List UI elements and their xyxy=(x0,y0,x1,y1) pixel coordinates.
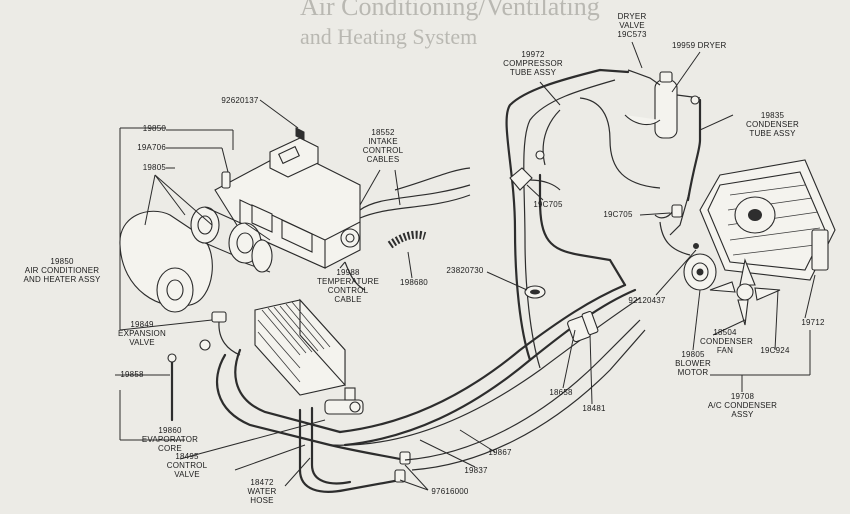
fitting-19c705-right xyxy=(654,204,699,256)
condenser-fan xyxy=(709,258,781,326)
label-control-valve: 18495 CONTROL VALVE xyxy=(166,452,208,479)
dryer xyxy=(624,69,701,139)
background-heading-2: and Heating System xyxy=(300,24,478,49)
blower-assembly xyxy=(119,206,273,313)
label-19805-left: 19805 xyxy=(142,163,166,172)
fitting-19c705-left xyxy=(509,150,561,191)
label-18481: 18481 xyxy=(582,404,606,413)
label-19712: 19712 xyxy=(801,318,825,327)
clip-19a706 xyxy=(221,171,231,189)
label-19858: 19858 xyxy=(120,370,144,379)
leader-lines xyxy=(115,41,816,491)
heater-case xyxy=(214,137,361,269)
bracket-18481 xyxy=(567,310,599,343)
temperature-cable xyxy=(344,261,366,291)
nut-92620137 xyxy=(295,127,305,141)
label-18658: 18658 xyxy=(549,388,573,397)
label-19c705-a: 19C705 xyxy=(533,200,563,209)
label-evaporator-core: 19860 EVAPORATOR CORE xyxy=(141,426,199,453)
control-valve xyxy=(324,387,364,415)
condenser xyxy=(699,159,836,281)
condenser-tube xyxy=(686,98,702,202)
label-air-conditioner: 19850 AIR CONDITIONER AND HEATER ASSY xyxy=(23,257,101,284)
label-dryer: 19959 DRYER xyxy=(672,41,727,50)
blower-motor xyxy=(683,253,717,291)
label-ac-condenser: 19708 A/C CONDENSER ASSY xyxy=(707,392,778,419)
label-23820730: 23820730 xyxy=(446,266,484,275)
label-19850: 19850 xyxy=(142,124,166,133)
label-92620137: 92620137 xyxy=(221,96,259,105)
label-water-hose: 18472 WATER HOSE xyxy=(247,478,277,505)
label-condenser-tube: 19835 CONDENSER TUBE ASSY xyxy=(746,111,799,138)
label-compressor-tube: 19972 COMPRESSOR TUBE ASSY xyxy=(503,50,563,77)
evaporator-core xyxy=(254,298,346,396)
label-19a706: 19A706 xyxy=(137,143,166,152)
label-temperature-control: 19988 TEMPERATURE CONTROL CABLE xyxy=(316,268,380,304)
label-expansion-valve: 19849 EXPANSION VALVE xyxy=(118,320,166,347)
label-dryer-valve: DRYER VALVE 19C573 xyxy=(617,12,647,39)
corrugated-hose xyxy=(387,230,427,249)
label-19867: 19867 xyxy=(488,448,512,457)
label-intake-control: 18552 INTAKE CONTROL CABLES xyxy=(362,128,404,164)
label-blower-motor: 19805 BLOWER MOTOR xyxy=(675,350,711,377)
background-heading-1: Air Conditioning/Ventilating xyxy=(300,0,600,21)
label-19c924: 19C924 xyxy=(760,346,790,355)
label-97616000: 97616000 xyxy=(431,487,469,496)
label-condenser-fan: 18504 CONDENSER FAN xyxy=(700,328,753,355)
intake-cables xyxy=(359,184,471,211)
expansion-valve xyxy=(199,311,241,356)
label-198680: 198680 xyxy=(400,278,428,287)
label-92120437: 92120437 xyxy=(628,296,666,305)
label-19c705-b: 19C705 xyxy=(603,210,633,219)
label-19837: 19837 xyxy=(464,466,488,475)
